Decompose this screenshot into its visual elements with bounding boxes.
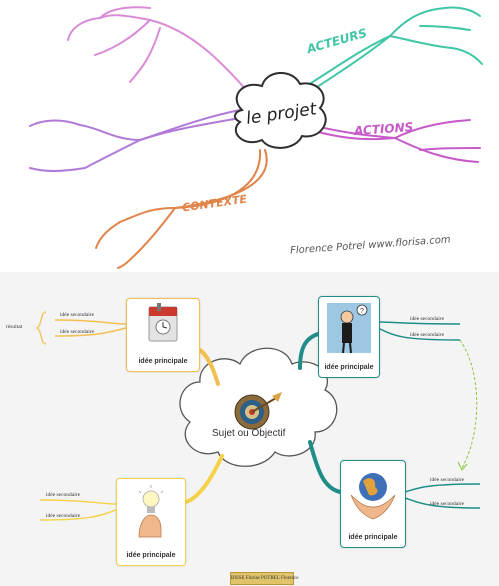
pink-branch-group [67,6,249,93]
secondary-top-right-2: idée secondaire [410,332,445,338]
secondary-line-top-left-2 [54,327,127,337]
result-label: résultat [6,324,23,330]
connector-bottom-right [308,440,342,494]
idea-label-bottom-right: idée principale [348,534,398,541]
sketch-cloud [234,72,327,149]
credit-badge: BISSE Florise POTREL Florence [230,572,298,585]
result-brace [35,311,47,345]
dashed-link-arrowhead [457,461,468,471]
sketch-branches [29,6,483,269]
secondary-line-top-left-1 [54,319,127,325]
secondary-line-top-right-1 [377,321,461,325]
secondary-bottom-left-2: idée secondaire [46,513,81,519]
secondary-top-right-1: idée secondaire [410,316,445,322]
secondary-line-bottom-left-2 [39,509,117,521]
lightbulb-hand-icon [138,485,164,538]
violet-branch-group [29,109,241,172]
magenta-branch-group [314,119,481,163]
connector-bottom-left [184,454,224,504]
dashed-link [459,339,478,469]
secondary-bottom-right-1: idée secondaire [430,477,465,483]
idea-label-bottom-left: idée principale [126,552,176,559]
secondary-top-left-2: idée secondaire [60,329,95,335]
secondary-bottom-right-2: idée secondaire [430,501,465,507]
center-topic-label: Sujet ou Objectif [212,428,286,439]
idea-label-top-left: idée principale [138,358,188,365]
idea-card-bottom-left[interactable]: idée principale [116,478,186,566]
hands-globe-icon [350,473,396,520]
secondary-top-left-1: idée secondaire [60,312,95,318]
connector-top-right [298,332,320,370]
secondary-line-bottom-right-2 [404,497,481,509]
thinking-person-icon: ? [327,303,371,354]
orange-branch-group [95,149,268,269]
secondary-line-bottom-right-1 [404,483,481,493]
idea-card-bottom-right[interactable]: idée principale [340,460,406,548]
teal-branch-group [299,6,483,96]
idea-card-top-left[interactable]: idée principale [126,298,200,372]
target-icon [234,392,282,430]
digital-mind-map: idée principale ? idée principale idée p… [0,272,499,586]
hand-drawn-mind-map: le projet ACTEURS ACTIONS CONTEXTE Flore… [0,0,499,272]
idea-label-top-right: idée principale [324,364,374,371]
secondary-line-top-right-2 [377,327,461,341]
svg-text:?: ? [360,308,364,315]
secondary-bottom-left-1: idée secondaire [46,492,81,498]
secondary-line-bottom-left-1 [39,499,117,505]
idea-card-top-right[interactable]: ? idée principale [318,296,380,378]
calendar-clip-icon [148,303,178,342]
